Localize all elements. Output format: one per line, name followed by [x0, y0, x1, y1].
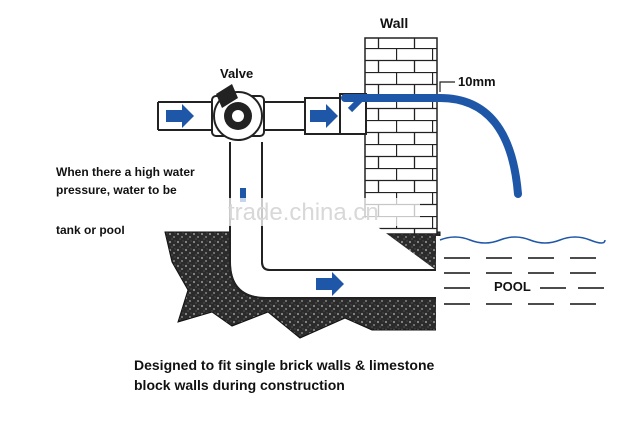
note-line-1: When there a high water: [56, 165, 195, 179]
caption-line-1: Designed to fit single brick walls & lim…: [134, 357, 435, 373]
wall-label: Wall: [380, 15, 408, 31]
size-indicator: [439, 81, 455, 92]
flow-arrow-icon: [310, 104, 338, 128]
note-line-3: tank or pool: [56, 223, 125, 237]
note-line-2: pressure, water to be: [56, 183, 177, 197]
pool-label: POOL: [494, 279, 531, 294]
flow-arrow-icon: [240, 188, 246, 202]
valve-label: Valve: [220, 66, 253, 81]
valve-icon: [211, 84, 265, 141]
inlet-pipe: [158, 101, 212, 131]
water-lines: [444, 257, 604, 305]
flow-arrow-icon: [166, 104, 194, 128]
watermark: trade.china.cn: [228, 199, 379, 226]
water-surface: [439, 236, 606, 244]
caption-line-2: block walls during construction: [134, 377, 345, 393]
pool-water: [436, 236, 616, 336]
flow-arrow-icon: [316, 272, 344, 296]
size-label: 10mm: [458, 74, 496, 89]
outlet-pipe: [262, 101, 305, 131]
blue-hose: [341, 94, 522, 198]
